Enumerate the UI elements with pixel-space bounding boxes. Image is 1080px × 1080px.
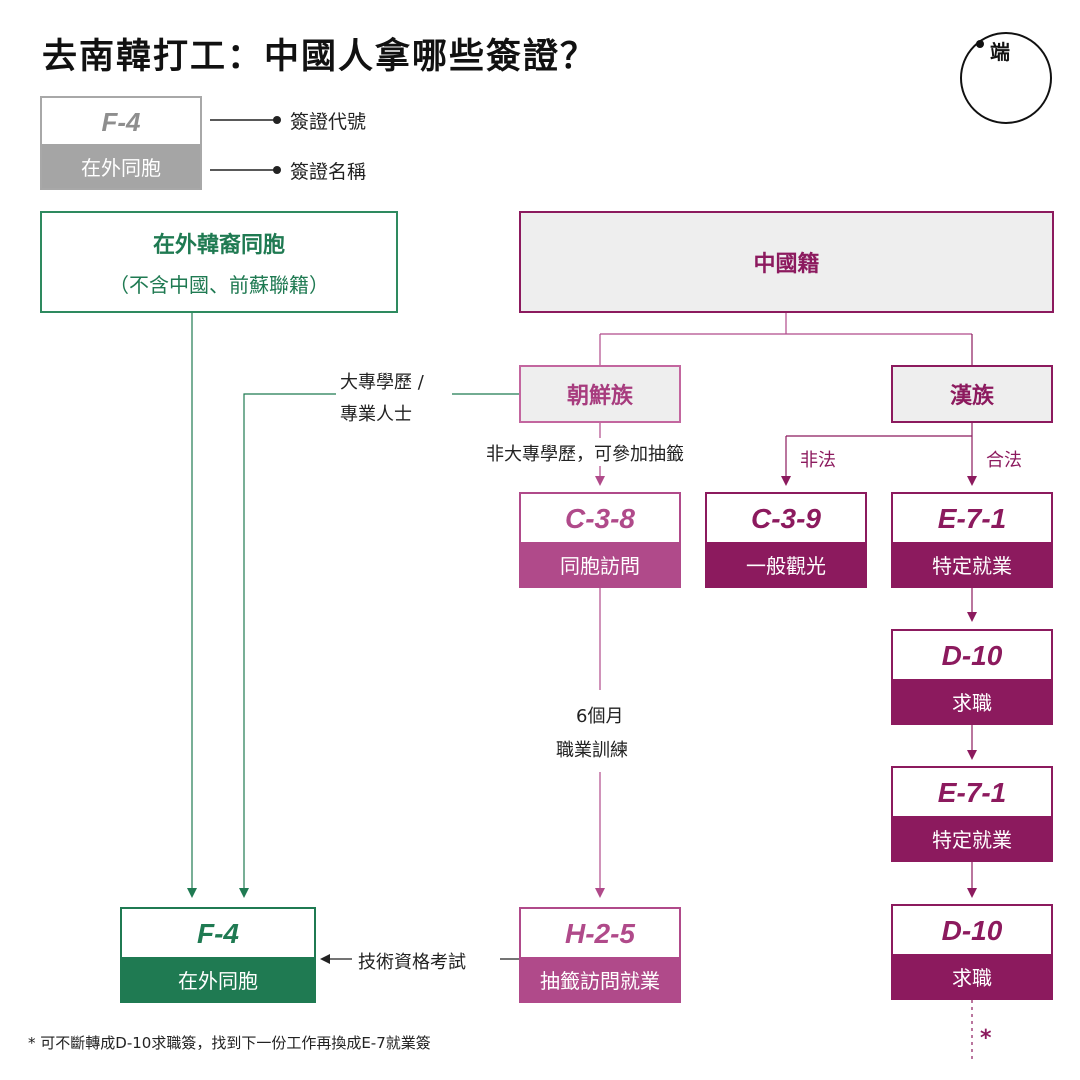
overseas-korean-title: 在外韓裔同胞: [152, 232, 285, 258]
h25-to-f4-arrow: [320, 954, 330, 964]
chinese-nationality-title: 中國籍: [753, 252, 820, 277]
visa-code: E-7-1: [937, 503, 1007, 534]
visa-code: C-3-9: [750, 503, 821, 534]
legend-visa-code: F-4: [101, 106, 141, 137]
edge-label-training-2: 職業訓練: [556, 740, 628, 761]
visa-name: 抽籤訪問就業: [521, 957, 679, 1001]
edge-label-training-1: 6個月: [576, 706, 624, 727]
overseas-korean-box: 在外韓裔同胞 （不含中國、前蘇聯籍）: [40, 211, 398, 313]
visa-name: 特定就業: [893, 542, 1051, 586]
visa-name: 求職: [893, 954, 1051, 998]
visa-code: H-2-5: [564, 918, 635, 949]
visa-name: 一般觀光: [707, 542, 865, 586]
edge-label-college-1: 大專學歷 /: [340, 372, 424, 393]
legend-code-label: 簽證代號: [290, 111, 367, 133]
visa-f-4: F-4 在外同胞: [120, 907, 316, 1003]
visa-code: F-4: [197, 918, 239, 949]
c38-to-h25-arrow: [595, 888, 605, 898]
han-to-c39-arrow: [781, 476, 791, 486]
visa-d-10: D-10 求職: [891, 629, 1053, 725]
legend-visa-name: 在外同胞: [42, 144, 200, 188]
edge-label-non-college: 非大專學歷，可參加抽籤: [486, 444, 684, 465]
ethnic-korean-box: 朝鮮族: [519, 365, 681, 423]
visa-e-7-1-repeat: E-7-1 特定就業: [891, 766, 1053, 862]
visa-code: D-10: [941, 915, 1003, 946]
visa-code: D-10: [941, 640, 1003, 671]
visa-c-3-9: C-3-9 一般觀光: [705, 492, 867, 588]
college-to-f4-line-2: [243, 393, 336, 888]
e71-to-d10-arrow: [967, 612, 977, 622]
e71b-to-d10b-arrow: [967, 888, 977, 898]
visa-name: 特定就業: [893, 816, 1051, 860]
visa-e-7-1: E-7-1 特定就業: [891, 492, 1053, 588]
logo-dot: [976, 40, 984, 48]
korean-to-c38-arrow: [595, 476, 605, 486]
overseas-to-f4-arrow: [187, 888, 197, 898]
edge-label-exam: 技術資格考試: [358, 952, 466, 973]
visa-code: C-3-8: [564, 503, 635, 534]
edge-label-illegal: 非法: [800, 450, 836, 471]
visa-d-10-repeat: D-10 求職: [891, 904, 1053, 1000]
page-title: 去南韓打工：中國人拿哪些簽證？: [42, 37, 598, 77]
logo-mark: 端: [990, 40, 1010, 64]
visa-h-2-5: H-2-5 抽籤訪問就業: [519, 907, 681, 1003]
visa-name: 求職: [893, 679, 1051, 723]
edge-label-legal: 合法: [986, 450, 1022, 471]
han-chinese-box: 漢族: [891, 365, 1053, 423]
d10-to-e71-arrow: [967, 750, 977, 760]
legend-card: F-4 在外同胞: [40, 96, 202, 190]
chinese-nationality-box: 中國籍: [519, 211, 1054, 313]
footnote: * 可不斷轉成D-10求職簽，找到下一份工作再換成E-7就業簽: [28, 1034, 431, 1052]
visa-code: E-7-1: [937, 777, 1007, 808]
initium-logo-icon: [960, 32, 1052, 124]
legend-name-label: 簽證名稱: [290, 161, 367, 183]
overseas-korean-subtitle: （不含中國、前蘇聯籍）: [109, 272, 329, 297]
visa-name: 在外同胞: [122, 957, 314, 1001]
han-to-e71-arrow: [967, 476, 977, 486]
college-to-f4-arrow: [239, 888, 249, 898]
legend-code-dot: [273, 116, 281, 124]
legend-name-dot: [273, 166, 281, 174]
visa-name: 同胞訪問: [521, 542, 679, 586]
edge-label-college-2: 專業人士: [340, 404, 412, 425]
visa-c-3-8: C-3-8 同胞訪問: [519, 492, 681, 588]
footnote-marker: *: [980, 1026, 992, 1051]
